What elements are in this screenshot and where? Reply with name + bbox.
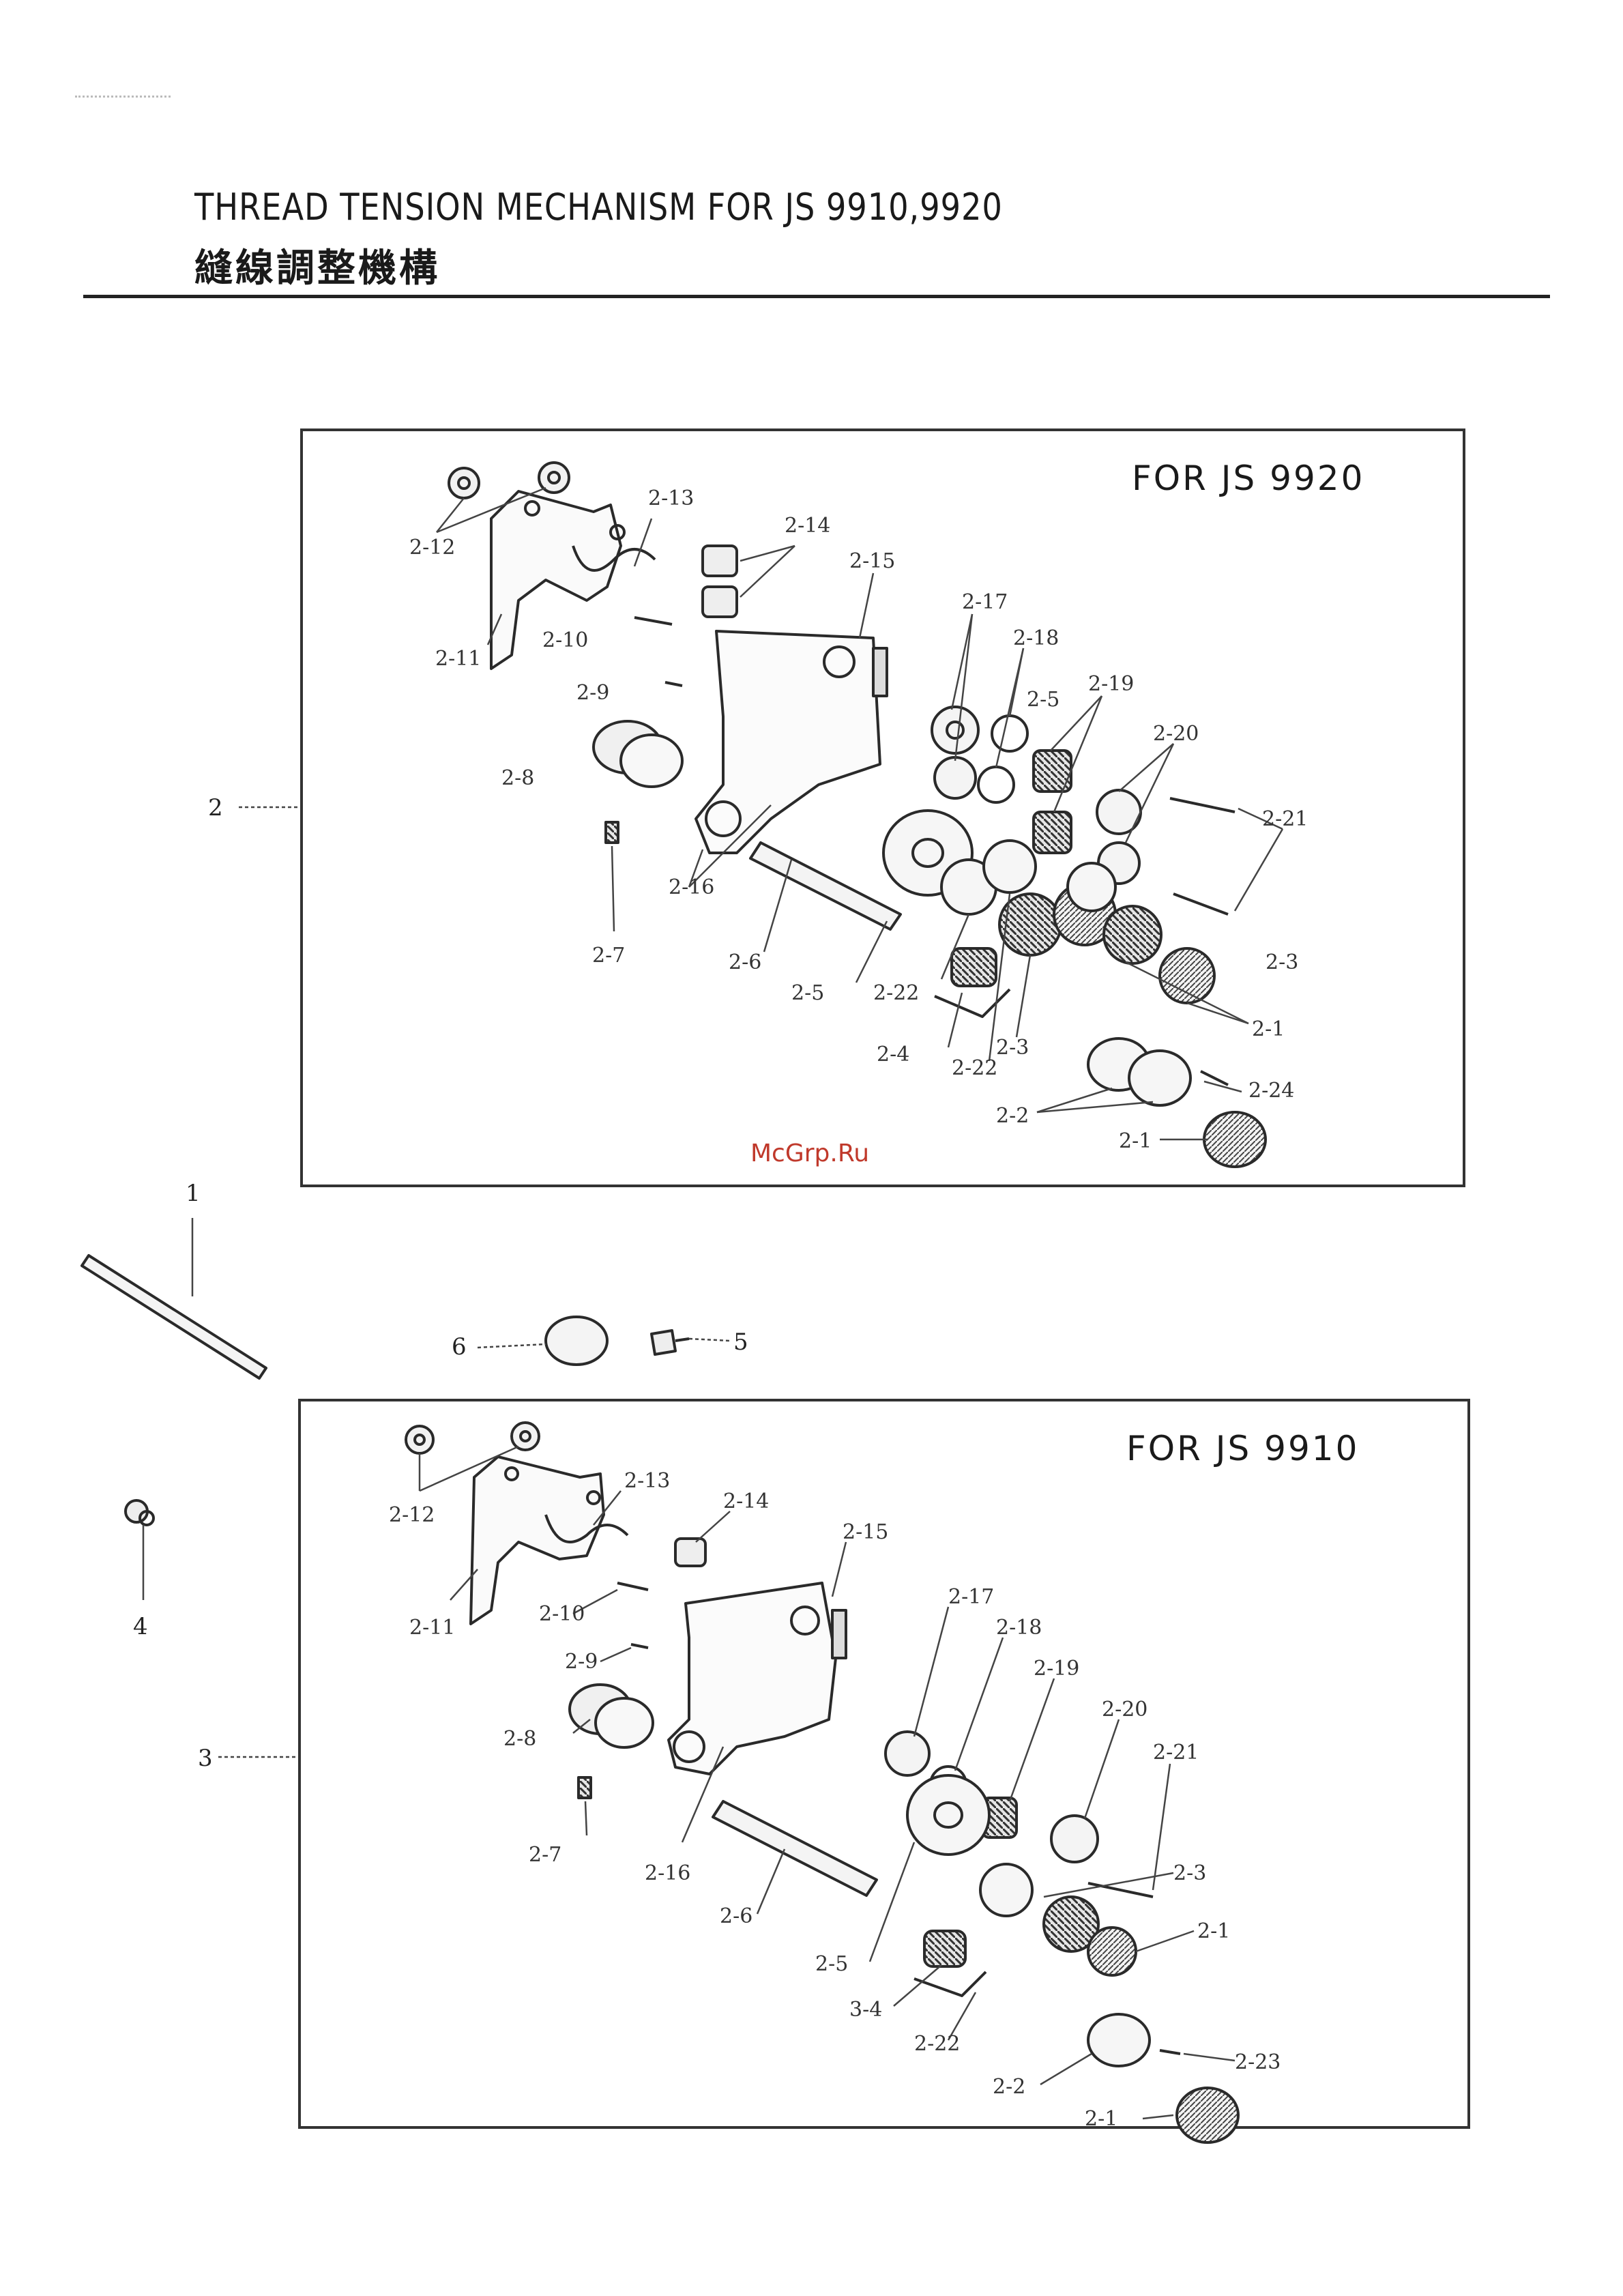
bottom-callouts: 2-12 2-13 2-14 2-15 2-11 2-10 2-17 2-18 … xyxy=(389,1469,1281,2131)
callout-bottom: 2-3 xyxy=(1173,1861,1206,1885)
watermark: McGrp.Ru xyxy=(750,1139,870,1167)
callout-bottom: 2-22 xyxy=(914,2032,960,2056)
top-pin-2-9 xyxy=(664,681,683,687)
callout-bottom: 2-19 xyxy=(1034,1657,1079,1681)
bottom-pin-2-10 xyxy=(617,1582,649,1591)
callout-bottom: 2-18 xyxy=(996,1616,1042,1640)
panel-js9920: FOR JS 9920 xyxy=(300,428,1465,1187)
bottom-screw-2-7 xyxy=(577,1776,592,1799)
bottom-plate-2-15 xyxy=(667,1582,847,1775)
scan-dots xyxy=(75,96,171,98)
top-screws-2-12 xyxy=(448,461,570,499)
callout-bottom: 2-7 xyxy=(529,1843,561,1867)
bottom-shaft-2-6 xyxy=(712,1800,878,1897)
callout-bottom: 2-1 xyxy=(1197,1919,1230,1943)
callout-top: 2-13 xyxy=(648,486,694,510)
callout-top: 2-15 xyxy=(849,549,895,573)
top-shaft-2-6 xyxy=(749,841,902,931)
callout-bottom: 2-23 xyxy=(1235,2050,1281,2074)
part-4-screw xyxy=(124,1499,155,1526)
callout-6: 6 xyxy=(452,1333,467,1361)
callout-bottom: 2-6 xyxy=(720,1904,752,1928)
panel-label-js9920: FOR JS 9920 xyxy=(1132,459,1365,498)
top-stud-2-8 xyxy=(592,720,684,788)
top-nuts-2-14 xyxy=(701,544,738,618)
callout-4: 4 xyxy=(133,1613,148,1640)
callout-top: 2-20 xyxy=(1153,722,1199,746)
callout-bottom: 2-9 xyxy=(565,1650,598,1674)
top-plate-2-15 xyxy=(694,630,888,854)
leader-lines xyxy=(142,486,1284,2120)
bottom-screws-2-12 xyxy=(405,1421,540,1455)
callout-top: 2-1 xyxy=(1119,1129,1152,1153)
part-5-screw xyxy=(650,1329,690,1356)
callout-bottom: 2-14 xyxy=(723,1490,769,1513)
callout-top: 2-10 xyxy=(542,628,588,652)
callout-bottom: 2-2 xyxy=(993,2075,1025,2099)
callout-2: 2 xyxy=(208,794,223,822)
callout-bottom: 2-12 xyxy=(389,1503,435,1527)
callout-bottom: 2-8 xyxy=(503,1727,536,1751)
top-tension-discs xyxy=(882,706,1267,1168)
callout-bottom: 2-5 xyxy=(815,1952,848,1976)
callout-5: 5 xyxy=(733,1328,748,1356)
callout-top: 2-22 xyxy=(952,1056,997,1080)
callout-top: 2-7 xyxy=(592,944,625,968)
callout-bottom: 2-20 xyxy=(1102,1698,1147,1721)
bottom-nut-2-14 xyxy=(674,1537,707,1567)
callout-top: 2-1 xyxy=(1252,1017,1285,1041)
callout-top: 2-9 xyxy=(576,681,609,705)
callout-top: 2-18 xyxy=(1013,626,1059,650)
bottom-tension-discs xyxy=(884,1730,1240,2144)
callout-bottom: 2-15 xyxy=(843,1520,888,1544)
callout-top: 2-3 xyxy=(1266,950,1298,974)
callout-top: 2-8 xyxy=(501,766,534,790)
callout-top: 2-17 xyxy=(962,590,1008,614)
page-subtitle: 縫線調整機構 xyxy=(194,246,440,291)
bottom-bracket-2-11 xyxy=(469,1455,629,1625)
callout-top: 2-12 xyxy=(409,536,455,560)
part-1-rod xyxy=(81,1254,267,1380)
callout-top: 2-11 xyxy=(435,647,481,671)
callout-bottom: 3-4 xyxy=(849,1998,882,2022)
panel-js9910: FOR JS 9910 xyxy=(298,1399,1470,2129)
callout-top: 2-6 xyxy=(729,950,761,974)
top-bracket-2-11 xyxy=(490,490,656,670)
top-pin-2-10 xyxy=(634,616,673,626)
callout-top: 2-22 xyxy=(873,981,919,1005)
top-callouts: 2-12 2-13 2-14 2-15 2-11 2-10 2-17 2-18 … xyxy=(409,486,1308,1153)
title-rule xyxy=(83,295,1550,298)
callout-top: 2-24 xyxy=(1248,1079,1294,1103)
callout-top: 2-4 xyxy=(877,1043,909,1066)
callout-top: 2-2 xyxy=(996,1104,1029,1128)
callout-bottom: 2-13 xyxy=(624,1469,670,1493)
callout-bottom: 2-1 xyxy=(1085,2107,1117,2131)
callout-top: 2-5 xyxy=(1027,688,1059,712)
callout-top: 2-16 xyxy=(669,875,714,899)
callout-top: 2-21 xyxy=(1262,807,1308,831)
callout-top: 2-5 xyxy=(791,981,824,1005)
part-6-bushing xyxy=(544,1316,609,1366)
callout-bottom: 2-10 xyxy=(539,1602,585,1626)
panel-label-js9910: FOR JS 9910 xyxy=(1126,1429,1360,1468)
callout-3: 3 xyxy=(198,1745,213,1772)
callout-bottom: 2-21 xyxy=(1153,1741,1199,1764)
callout-top: 2-3 xyxy=(996,1036,1029,1060)
callout-bottom: 2-17 xyxy=(948,1585,994,1609)
bottom-stud-2-8 xyxy=(568,1683,654,1749)
bottom-pin-2-9 xyxy=(630,1643,649,1649)
callout-bottom: 2-16 xyxy=(645,1861,690,1885)
callout-bottom: 2-11 xyxy=(409,1616,455,1640)
callout-top: 2-19 xyxy=(1088,672,1134,696)
main-callouts: 2 1 6 5 4 3 xyxy=(133,794,748,1772)
callout-1: 1 xyxy=(186,1180,201,1207)
page-title: THREAD TENSION MECHANISM FOR JS 9910,992… xyxy=(194,186,1003,229)
callout-top: 2-14 xyxy=(785,514,830,538)
top-screw-2-7 xyxy=(604,821,619,844)
